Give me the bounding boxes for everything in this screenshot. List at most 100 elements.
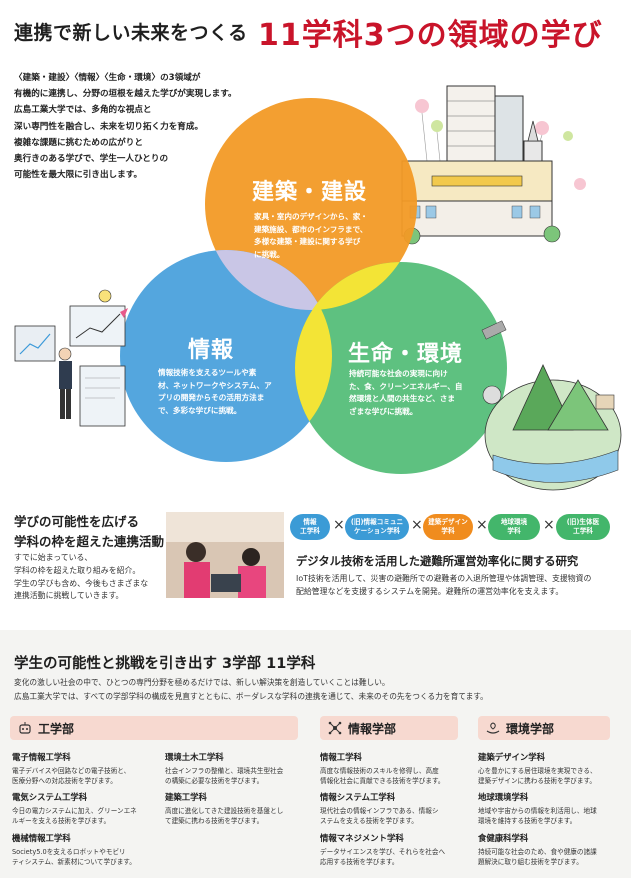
pill-line: 学科 bbox=[507, 527, 521, 535]
people-tech-illustration bbox=[14, 289, 128, 427]
pill-chikyu-kankyo: 地球環境 学科 bbox=[488, 514, 540, 540]
dept-desc-line: 応用する技術を学びます。 bbox=[320, 858, 399, 867]
intro-line: 〈建築・建設〉〈情報〉〈生命・環境〉の3領域が bbox=[14, 73, 201, 83]
dept-item: 機械情報工学科 Society5.0を支えるロボットやモビリ ティシステム、新素… bbox=[12, 832, 162, 868]
header-title: 11学科3つの領域の学び bbox=[258, 18, 603, 53]
dept-name: 機械情報工学科 bbox=[12, 833, 71, 843]
dept-item: 環境土木工学科 社会インフラの整備と、環境共生型社会 の構築に必要な技術を学びま… bbox=[165, 751, 315, 787]
dept-name: 情報システム工学科 bbox=[320, 792, 396, 802]
dept-item: 情報マネジメント学科 データサイエンスを学び、それらを社会へ 応用する技術を学び… bbox=[320, 832, 470, 868]
pill-seitai-iko: (旧)生体医 工学科 bbox=[556, 514, 610, 540]
faculty-body-line: 変化の激しい社会の中で、ひとつの専門分野を極めるだけでは、新しい解決策を創造して… bbox=[14, 678, 390, 687]
faculty-section-title: 学生の可能性と挑戦を引き出す 3学部 11学科 bbox=[14, 656, 316, 672]
seimei-desc-line: た、食、クリーンエネルギー、自 bbox=[349, 381, 463, 391]
pill-line: 地球環境 bbox=[500, 518, 528, 526]
research-title: デジタル技術を活用した避難所運営効率化に関する研究 bbox=[296, 555, 579, 568]
seimei-desc-line: ざまな学びに挑戦。 bbox=[349, 406, 418, 416]
dept-desc-line: 環境を維持する技術を学びます。 bbox=[478, 817, 577, 826]
dept-desc-line: 題解決に取り組む技術を学びます。 bbox=[478, 858, 583, 867]
faculty-section bbox=[0, 630, 631, 878]
collab-title: 学びの可能性を広げる 学科の枠を超えた連携活動 bbox=[14, 512, 164, 552]
dept-desc-line: 高度に進化してきた建設技術を基盤とし bbox=[165, 807, 284, 815]
kenchiku-desc-line: 家具・室内のデザインから、家・ bbox=[254, 212, 368, 221]
faculty-kogaku-name: 工学部 bbox=[38, 721, 75, 736]
intro-line: 奥行きのある学びで、学生一人ひとりの bbox=[14, 154, 169, 165]
dept-item: 情報システム工学科 現代社会の情報インフラである、情報シ ステムを支える技術を学… bbox=[320, 791, 470, 827]
seimei-desc-line: 然環境と人間の共生など、さま bbox=[349, 394, 455, 404]
collab-photo bbox=[166, 512, 284, 598]
joho-desc-line: で、多彩な学びに挑戦。 bbox=[158, 405, 242, 415]
faculty-kankyo-name: 環境学部 bbox=[506, 721, 555, 736]
collab-body-line: 学科の枠を超えた取り組みを紹介。 bbox=[14, 565, 141, 575]
joho-desc-line: プリの開発からその活用方法ま bbox=[158, 393, 265, 403]
seimei-desc: 持続可能な社会の実現に向け た、食、クリーンエネルギー、自 然環境と人間の共生な… bbox=[349, 368, 462, 418]
intro-line: 複雑な課題に挑むための広がりと bbox=[14, 137, 143, 148]
kenchiku-title: 建築・建設 bbox=[252, 180, 368, 205]
joho-desc-line: 情報技術を支えるツールや素 bbox=[158, 368, 257, 377]
header-subtitle: 連携で新しい未来をつくる bbox=[14, 22, 248, 44]
research-body: IoT技術を活用して、災害の避難所での避難者の入退所管理や体調管理、支援物資の … bbox=[296, 573, 591, 599]
joho-title: 情報 bbox=[188, 338, 235, 363]
kenchiku-desc-line: に挑戦。 bbox=[254, 249, 285, 259]
dept-item: 地球環境学科 地域や宇宙からの情報を利活用し、地球 環境を維持する技術を学びます… bbox=[478, 791, 628, 827]
dept-desc-line: 今日の電力システムに加え、グリーンエネ bbox=[12, 807, 137, 815]
dept-name: 地球環境学科 bbox=[478, 792, 529, 802]
dept-item: 電気システム工学科 今日の電力システムに加え、グリーンエネ ルギーを支える技術を… bbox=[12, 791, 162, 827]
kenchiku-desc: 家具・室内のデザインから、家・ 建築施設、都市のインフラまで、 多様な建築・建設… bbox=[254, 211, 368, 261]
pill-info-comm: (旧)情報コミュニ ケーション学科 bbox=[345, 514, 409, 540]
dept-desc-line: 持続可能な社会のため、食や健康の諸課 bbox=[478, 848, 597, 856]
nature-dome-illustration bbox=[481, 320, 622, 491]
faculty-body-line: 広島工業大学では、すべての学部学科の構成を見直すとともに、ボーダレスな学科の連携… bbox=[14, 692, 488, 701]
faculty-joho-header: 情報学部 bbox=[320, 716, 458, 740]
dept-name: 建築工学科 bbox=[165, 792, 207, 802]
dept-desc-line: の構築に必要な技術を学びます。 bbox=[165, 777, 264, 786]
times-sign: × bbox=[543, 517, 555, 533]
dept-desc-line: ティシステム、新素材について学びます。 bbox=[12, 858, 136, 867]
faculty-kogaku-header: 工学部 bbox=[10, 716, 298, 740]
dept-item: 電子情報工学科 電子デバイスや回路などの電子技術と、 医療分野への対応技術を学び… bbox=[12, 751, 162, 787]
faculty-section-body: 変化の激しい社会の中で、ひとつの専門分野を極めるだけでは、新しい解決策を創造して… bbox=[14, 676, 488, 704]
seimei-desc-line: 持続可能な社会の実現に向け bbox=[349, 369, 448, 378]
pill-line: 情報 bbox=[303, 518, 317, 526]
dept-name: 情報工学科 bbox=[320, 752, 362, 762]
dept-name: 建築デザイン学科 bbox=[478, 752, 545, 762]
dept-desc-line: て建築に携わる技術を学びます。 bbox=[165, 817, 264, 826]
dept-desc-line: 高度な情報技術のスキルを修得し、高度 bbox=[320, 767, 439, 775]
pill-line: (旧)情報コミュニ bbox=[350, 518, 404, 526]
dept-desc-line: 心を豊かにする居住環境を実現できる、 bbox=[478, 767, 597, 775]
intro-line: 有機的に連携し、分野の垣根を越えた学びが実現します。 bbox=[14, 89, 237, 100]
research-body-line: 配給管理などを支援するシステムを開発。避難所の運営効率化を支えます。 bbox=[296, 586, 564, 596]
dept-desc-line: ステムを支える技術を学びます。 bbox=[320, 817, 418, 826]
venn-overlap bbox=[205, 250, 417, 462]
dept-desc-line: 情報化社会に貢献できる技術を学びます。 bbox=[320, 777, 445, 786]
dept-item: 建築デザイン学科 心を豊かにする居住環境を実現できる、 建築デザインに携わる技術… bbox=[478, 751, 628, 787]
collab-body-line: 連携活動に挑戦していきます。 bbox=[14, 591, 124, 601]
intro-line: 広島工業大学では、多角的な視点と bbox=[14, 105, 152, 116]
collab-body: すでに始まっている、 学科の枠を超えた取り組みを紹介。 学生の学びも含め、今後も… bbox=[14, 552, 148, 603]
collab-body-line: すでに始まっている、 bbox=[14, 553, 93, 562]
dept-desc-line: 地域や宇宙からの情報を利活用し、地球 bbox=[478, 807, 597, 815]
dept-name: 電子情報工学科 bbox=[12, 752, 71, 762]
joho-desc: 情報技術を支えるツールや素 材、ネットワークやシステム、ア プリの開発からその活… bbox=[158, 367, 272, 417]
kenchiku-desc-line: 建築施設、都市のインフラまで、 bbox=[254, 224, 368, 234]
kenchiku-desc-line: 多様な建築・建設に関する学び bbox=[254, 237, 361, 247]
network-icon bbox=[328, 721, 342, 735]
pill-line: 建築デザイン bbox=[428, 518, 468, 526]
intro-text: 〈建築・建設〉〈情報〉〈生命・環境〉の3領域が 有機的に連携し、分野の垣根を越え… bbox=[14, 70, 274, 183]
intro-line: 可能性を最大限に引き出します。 bbox=[14, 170, 143, 181]
intro-line: 深い専門性を融合し、未来を切り拓く力を育成。 bbox=[14, 121, 204, 132]
dept-desc-line: 社会インフラの整備と、環境共生型社会 bbox=[165, 767, 284, 775]
robot-icon bbox=[19, 722, 31, 734]
dept-name: 情報マネジメント学科 bbox=[320, 833, 404, 843]
times-sign: × bbox=[333, 517, 345, 533]
dept-name: 電気システム工学科 bbox=[12, 792, 88, 802]
pill-line: ケーション学科 bbox=[353, 527, 401, 535]
pill-line: 学科 bbox=[441, 527, 455, 535]
building-illustration bbox=[401, 85, 586, 245]
dept-desc-line: 医療分野への対応技術を学びます。 bbox=[12, 777, 117, 786]
dept-desc-line: 現代社会の情報インフラである、情報シ bbox=[320, 807, 439, 815]
pill-line: 工学科 bbox=[573, 527, 593, 535]
pill-line: (旧)生体医 bbox=[566, 518, 600, 526]
joho-desc-line: 材、ネットワークやシステム、ア bbox=[158, 380, 272, 390]
hands-leaf-icon bbox=[486, 722, 500, 734]
